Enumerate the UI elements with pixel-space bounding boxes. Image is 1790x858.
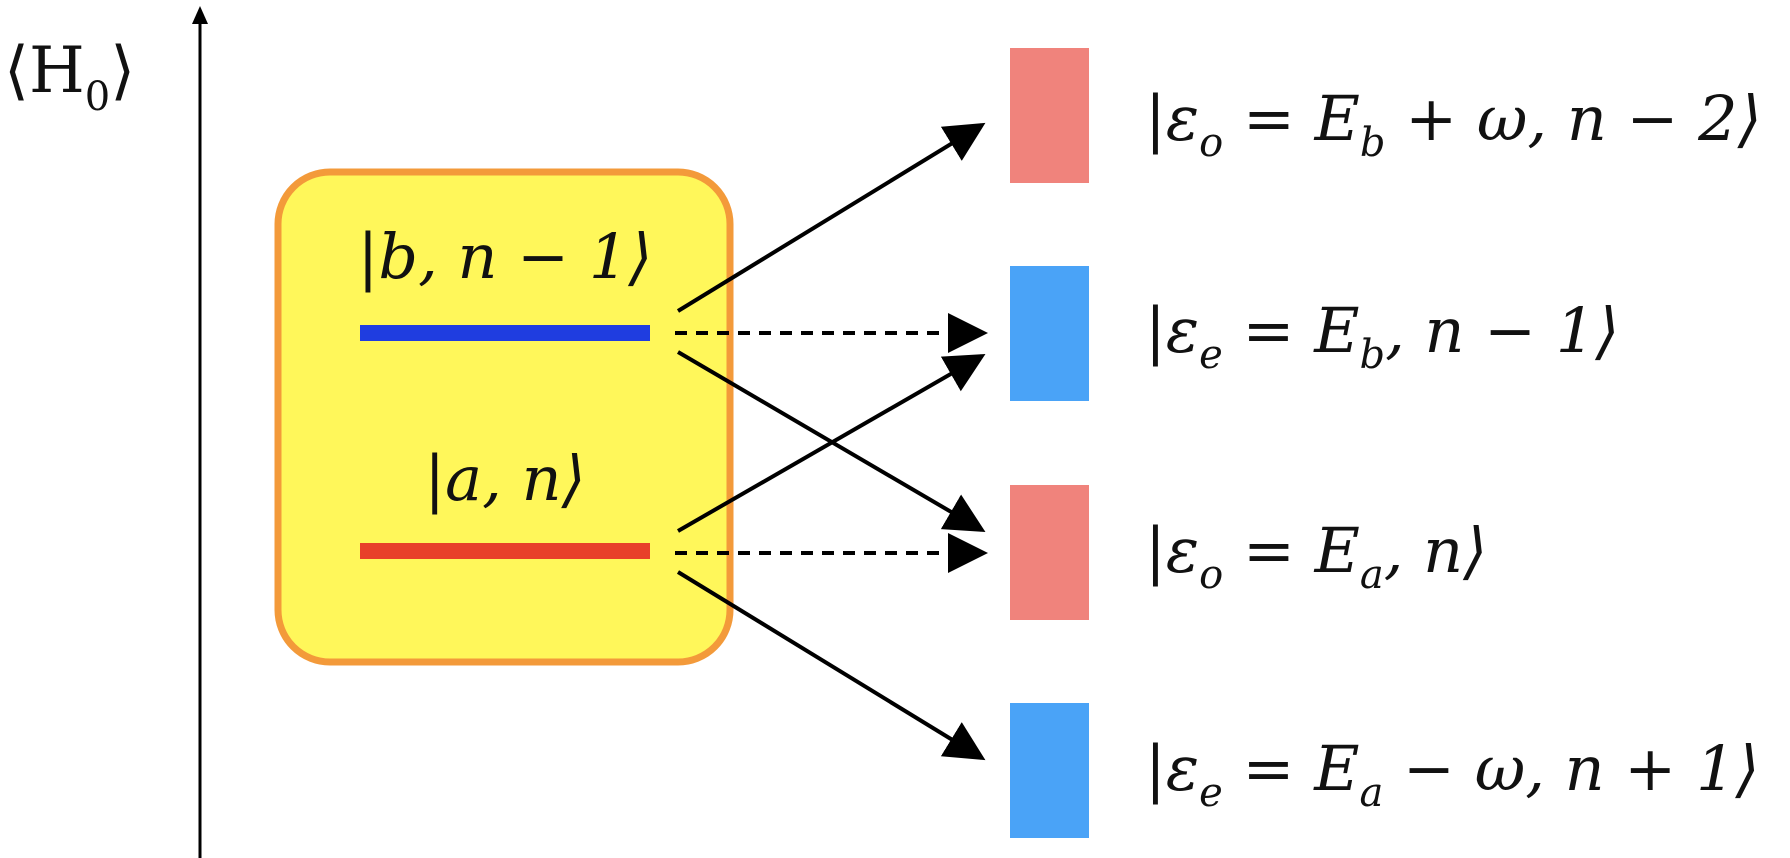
arrow-upper-to-level3 [676,350,986,533]
level-block-4 [1010,703,1089,838]
arrow-lower-to-level4 [676,570,986,761]
level-label-1: |εo = Eb + ω, n − 2⟩ [1145,82,1762,166]
level-block-3 [1010,485,1089,620]
upper-state-label: |b, n − 1⟩ [358,220,653,293]
lower-state-label: |a, n⟩ [424,442,585,515]
system-box [274,168,734,666]
arrow-lower-to-level2 [677,354,986,533]
axis-label: ⟨H0⟩ [4,34,135,120]
arrow-upper-to-level1 [676,122,986,313]
level-block-2 [1010,266,1089,401]
level-block-1 [1010,48,1089,183]
level-label-3: |εo = Ea, n⟩ [1145,514,1487,598]
axis-arrowhead-icon [192,6,208,24]
lower-state-level [360,543,650,559]
level-label-4: |εe = Ea − ω, n + 1⟩ [1145,732,1760,816]
level-label-2: |εe = Eb, n − 1⟩ [1145,294,1619,378]
upper-state-level [360,325,650,341]
